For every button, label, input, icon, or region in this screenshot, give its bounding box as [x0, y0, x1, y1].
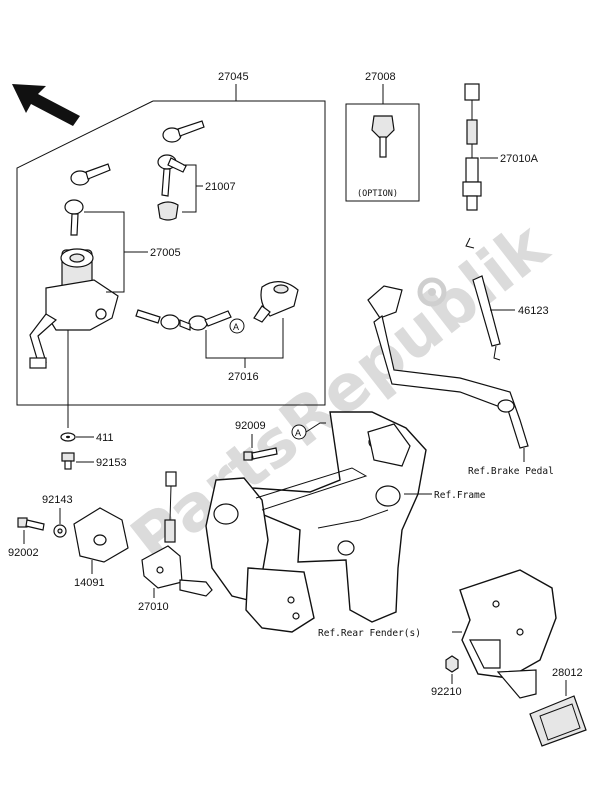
label-92210: 92210	[431, 686, 462, 698]
label-92143: 92143	[42, 494, 73, 506]
label-27005: 27005	[150, 247, 181, 259]
gear-watermark-icon	[417, 277, 447, 307]
label-28012: 28012	[552, 667, 583, 679]
bracket-27016	[205, 318, 284, 359]
kit-outline-27045	[16, 100, 326, 406]
callout-a-frame: A	[291, 422, 326, 440]
reflector-28012	[496, 669, 587, 747]
rear-fender-ref	[459, 569, 557, 679]
label-27010: 27010	[138, 601, 169, 613]
switch-27010A	[462, 83, 482, 211]
seat-lock-set-27016	[135, 281, 299, 331]
nut-92210	[445, 655, 459, 673]
brake-pedal-ref	[367, 285, 529, 449]
washer-411	[60, 432, 76, 442]
label-27016: 27016	[228, 371, 259, 383]
spring-46123	[465, 237, 501, 361]
bolt-92009	[243, 447, 278, 461]
ignition-switch-27005	[29, 163, 119, 369]
label-27010A: 27010A	[500, 153, 539, 165]
ref-frame: Ref.Frame	[434, 490, 486, 501]
option-key-27008	[371, 115, 395, 158]
label-14091: 14091	[74, 577, 105, 589]
option-key-box	[345, 103, 420, 202]
svg-text:A: A	[295, 428, 301, 438]
label-411: 411	[96, 432, 114, 444]
ref-rear-fender: Ref.Rear Fender(s)	[318, 628, 421, 639]
label-27008: 27008	[365, 71, 396, 83]
bolt-92002	[17, 517, 45, 531]
label-27045: 27045	[218, 71, 249, 83]
callout-a-seat-lock: A	[229, 318, 245, 334]
label-92002: 92002	[8, 547, 39, 559]
callout-a-text: A	[233, 322, 239, 332]
cover-14091	[73, 507, 129, 563]
collar-92143	[53, 524, 67, 538]
sidestand-switch-27010	[141, 471, 213, 597]
option-text: (OPTION)	[357, 189, 398, 199]
frame-ref	[205, 411, 427, 633]
bracket-21007	[182, 164, 197, 213]
label-92009: 92009	[235, 420, 266, 432]
ref-brake-pedal: Ref.Brake Pedal	[468, 466, 554, 477]
label-46123: 46123	[518, 305, 549, 317]
keys-21007	[157, 120, 205, 221]
front-direction-arrow-icon	[12, 84, 80, 126]
bolt-92153	[61, 452, 75, 470]
label-92153: 92153	[96, 457, 127, 469]
label-21007: 21007	[205, 181, 236, 193]
